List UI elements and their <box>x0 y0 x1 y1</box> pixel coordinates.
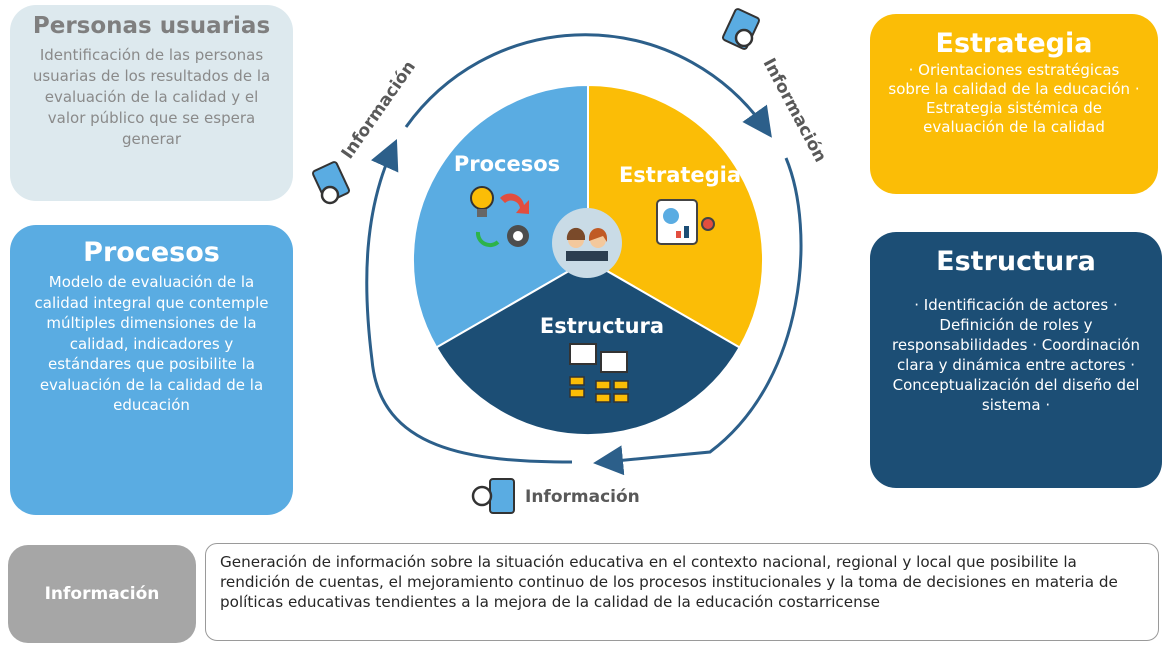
org-chart-icon <box>569 343 629 403</box>
cycle-arrow-left <box>365 139 573 464</box>
search-document-icon <box>312 161 350 205</box>
usuarios-title: Personas usuarias <box>32 13 271 39</box>
presentation-chart-icon <box>656 199 715 245</box>
informacion-description: Generación de información sobre la situa… <box>205 543 1159 641</box>
segment-procesos <box>412 83 589 349</box>
estrategia-text: · Orientaciones estratégicas sobre la ca… <box>888 61 1140 136</box>
segment-label-estructura: Estructura <box>540 314 664 338</box>
segment-label-procesos: Procesos <box>454 152 560 176</box>
estrategia-box: Estrategia · Orientaciones estratégicas … <box>870 14 1158 194</box>
procesos-title: Procesos <box>83 237 220 268</box>
cycle-arrow-right <box>593 157 803 476</box>
info-label-bottom: Información <box>525 487 640 507</box>
procesos-box: Procesos Modelo de evaluación de la cali… <box>10 225 293 515</box>
procesos-text: Modelo de evaluación de la calidad integ… <box>34 273 269 414</box>
informacion-label: Información <box>8 545 196 643</box>
center-circle <box>552 208 622 278</box>
info-label-left: Información <box>338 57 420 162</box>
segment-label-estrategia: Estrategia <box>619 163 741 187</box>
usuarios-box: Personas usuarias Identificación de las … <box>10 5 293 201</box>
estrategia-title: Estrategia <box>935 28 1093 59</box>
gear-icon <box>475 225 529 248</box>
estructura-title: Estructura <box>936 246 1096 277</box>
info-label-right: Información <box>759 55 831 166</box>
estructura-text: · Identificación de actores · Definición… <box>892 296 1140 414</box>
search-document-icon <box>722 8 760 50</box>
search-document-icon <box>471 478 515 514</box>
people-icon <box>566 227 608 261</box>
lightbulb-icon <box>470 186 494 217</box>
usuarios-text: Identificación de las personas usuarias … <box>32 46 271 148</box>
cycle-arrow-top <box>404 33 772 138</box>
estructura-box: Estructura · Identificación de actores ·… <box>870 232 1162 488</box>
refresh-arrow-icon <box>500 193 529 214</box>
